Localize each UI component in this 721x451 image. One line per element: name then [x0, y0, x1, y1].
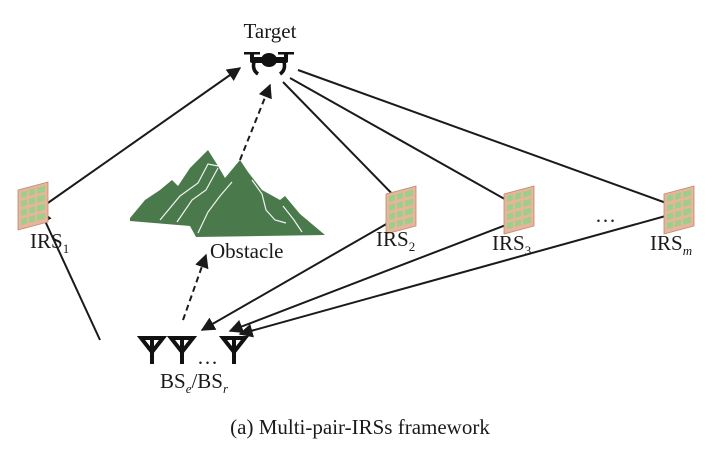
- irs-label: IRS1: [30, 229, 69, 256]
- figure-caption: (a) Multi-pair-IRSs framework: [230, 415, 490, 439]
- irs-panel-icon: [17, 181, 49, 231]
- irs-label: IRSm: [650, 231, 692, 258]
- arrow-bs-to-irs1: [38, 208, 101, 341]
- antenna-icon: [139, 336, 165, 366]
- irs-ellipsis: …: [595, 203, 616, 227]
- arrow-irs2-to-bs: [200, 214, 403, 331]
- antenna-icon: [221, 336, 247, 366]
- target-drone: Target: [244, 19, 297, 76]
- arrow-irs1-to-target: [34, 67, 242, 213]
- irs-label: IRS3: [492, 231, 531, 258]
- dashed-arrow-bs-to-obstacle: [182, 253, 209, 321]
- antenna-ellipsis: …: [197, 345, 218, 369]
- arrow-target-to-irs3: [289, 77, 526, 211]
- antenna-icon: [169, 336, 195, 366]
- dashed-arrow-obstacle-to-target: [239, 83, 272, 161]
- arrow-irsm-to-bs: [238, 211, 681, 338]
- irs-label: IRS2: [376, 227, 415, 254]
- irs-2: IRS2: [376, 185, 417, 254]
- drone-icon: [244, 52, 294, 76]
- arrow-irs3-to-bs: [228, 217, 525, 334]
- obstacle-label: Obstacle: [210, 239, 283, 263]
- target-label: Target: [244, 19, 297, 43]
- arrow-target-to-irs2: [282, 81, 404, 207]
- arrow-target-to-irsm: [297, 69, 682, 211]
- irs-3: IRS3: [492, 185, 535, 258]
- bs-label: BSe/BSr: [160, 369, 229, 396]
- mountain-icon: [130, 150, 325, 237]
- signal-paths: [34, 67, 682, 341]
- base-station: … BSe/BSr: [139, 336, 247, 396]
- irs-panel-icon: [663, 185, 695, 235]
- irs-1: IRS1: [17, 181, 69, 256]
- irs-panel-icon: [503, 185, 535, 235]
- irs-m: IRSm: [650, 185, 695, 258]
